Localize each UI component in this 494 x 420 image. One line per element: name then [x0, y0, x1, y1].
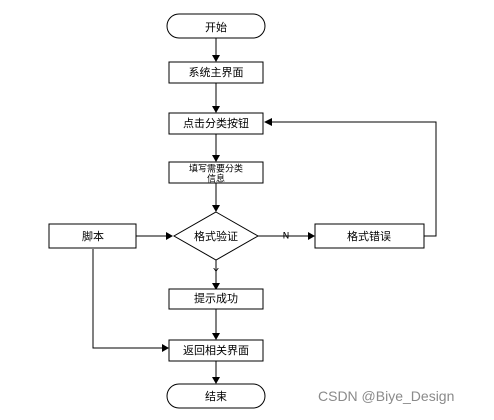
arrowhead — [212, 155, 220, 162]
node-validate-decision: 格式验证 — [172, 211, 260, 261]
node-script: 脚本 — [48, 223, 137, 249]
arrowhead — [212, 205, 220, 212]
edge-script-to-return — [92, 249, 163, 349]
node-start: 开始 — [166, 13, 266, 39]
node-end: 结束 — [166, 383, 266, 409]
connectors — [92, 38, 437, 378]
node-return-ui-label: 返回相关界面 — [183, 343, 249, 357]
node-start-label: 开始 — [205, 20, 227, 34]
node-success: 提示成功 — [168, 288, 264, 310]
arrowhead — [308, 232, 315, 240]
edge-error-back-to-click — [272, 121, 437, 237]
node-script-label: 脚本 — [82, 229, 104, 243]
arrowhead — [166, 232, 173, 240]
node-main-ui-label: 系统主界面 — [189, 66, 244, 79]
arrowhead — [264, 118, 272, 126]
edge-label-no: N — [283, 232, 290, 242]
node-format-error-label: 格式错误 — [347, 229, 391, 243]
node-main-ui: 系统主界面 — [168, 61, 264, 84]
arrowhead — [212, 106, 220, 113]
node-click-category: 点击分类按钮 — [168, 112, 264, 135]
edge-label-yes: Y — [212, 268, 219, 278]
arrowhead — [212, 333, 220, 340]
arrowhead — [162, 344, 169, 352]
watermark: CSDN @Biye_Design — [318, 388, 455, 404]
arrowhead — [212, 283, 220, 290]
node-click-category-label: 点击分类按钮 — [183, 116, 249, 130]
node-fill-info-line2: 信息 — [207, 173, 225, 185]
node-validate-label: 格式验证 — [194, 229, 238, 243]
node-fill-info: 填写需要分类 信息 — [168, 161, 264, 185]
node-fill-info-line1: 填写需要分类 — [189, 163, 243, 175]
node-return-ui: 返回相关界面 — [168, 339, 264, 362]
node-success-label: 提示成功 — [194, 292, 238, 305]
node-format-error: 格式错误 — [314, 223, 425, 249]
arrowhead — [212, 55, 220, 62]
arrowhead — [212, 377, 220, 384]
arrowheads — [162, 55, 315, 384]
node-end-label: 结束 — [205, 390, 227, 403]
